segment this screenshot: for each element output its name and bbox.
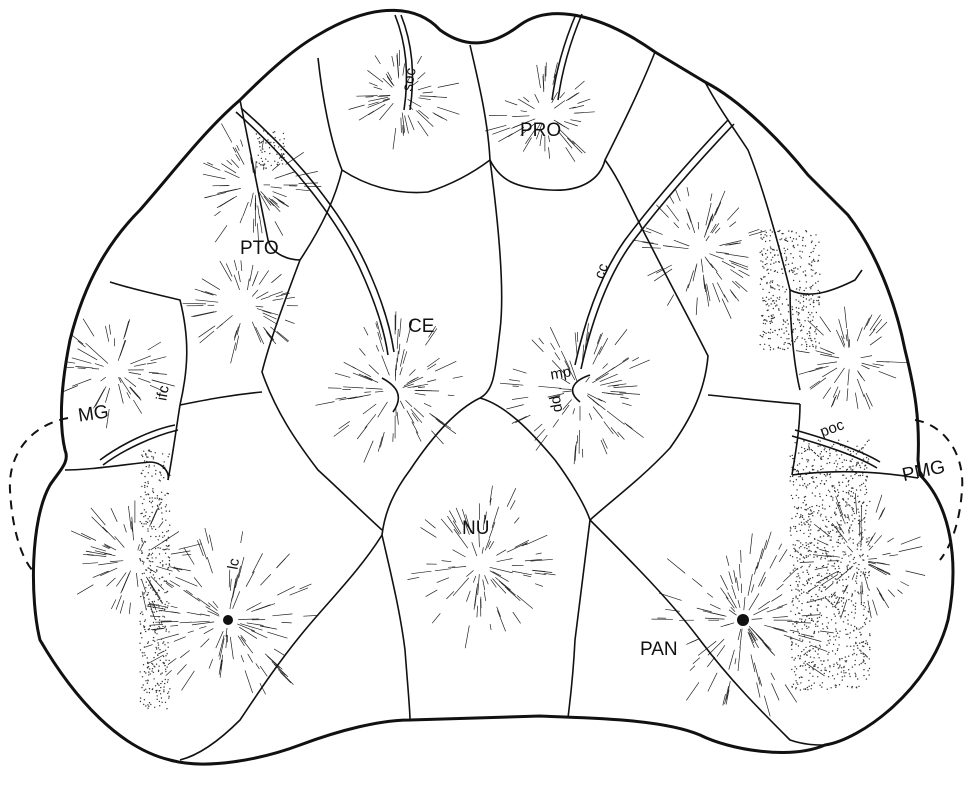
stipple-shading [139,130,870,709]
label-mg: MG [77,402,110,427]
label-mp: mp [549,363,572,383]
sensory-canals [100,14,880,468]
ossification-centre-left [223,615,233,625]
dashed-left-margin [10,418,68,572]
label-pp: pp [548,394,568,413]
label-pto: PTO [240,238,279,259]
label-lc: lc [225,557,244,571]
label-ce: CE [408,316,434,337]
label-poc: poc [818,416,847,440]
plate-labels: soc PRO PTO CE cc mp pp MG ifc NU poc PM… [77,66,947,660]
dashed-right-margin [915,420,962,560]
label-ifc: ifc [153,384,172,402]
label-pmg: PMG [900,457,947,487]
ossification-centre-right [737,614,749,626]
label-nu: NU [462,518,489,539]
label-soc: soc [399,66,420,92]
ornament-hatching [56,50,925,717]
label-cc: cc [591,261,612,281]
label-pro: PRO [520,120,561,141]
label-pan: PAN [640,639,678,660]
